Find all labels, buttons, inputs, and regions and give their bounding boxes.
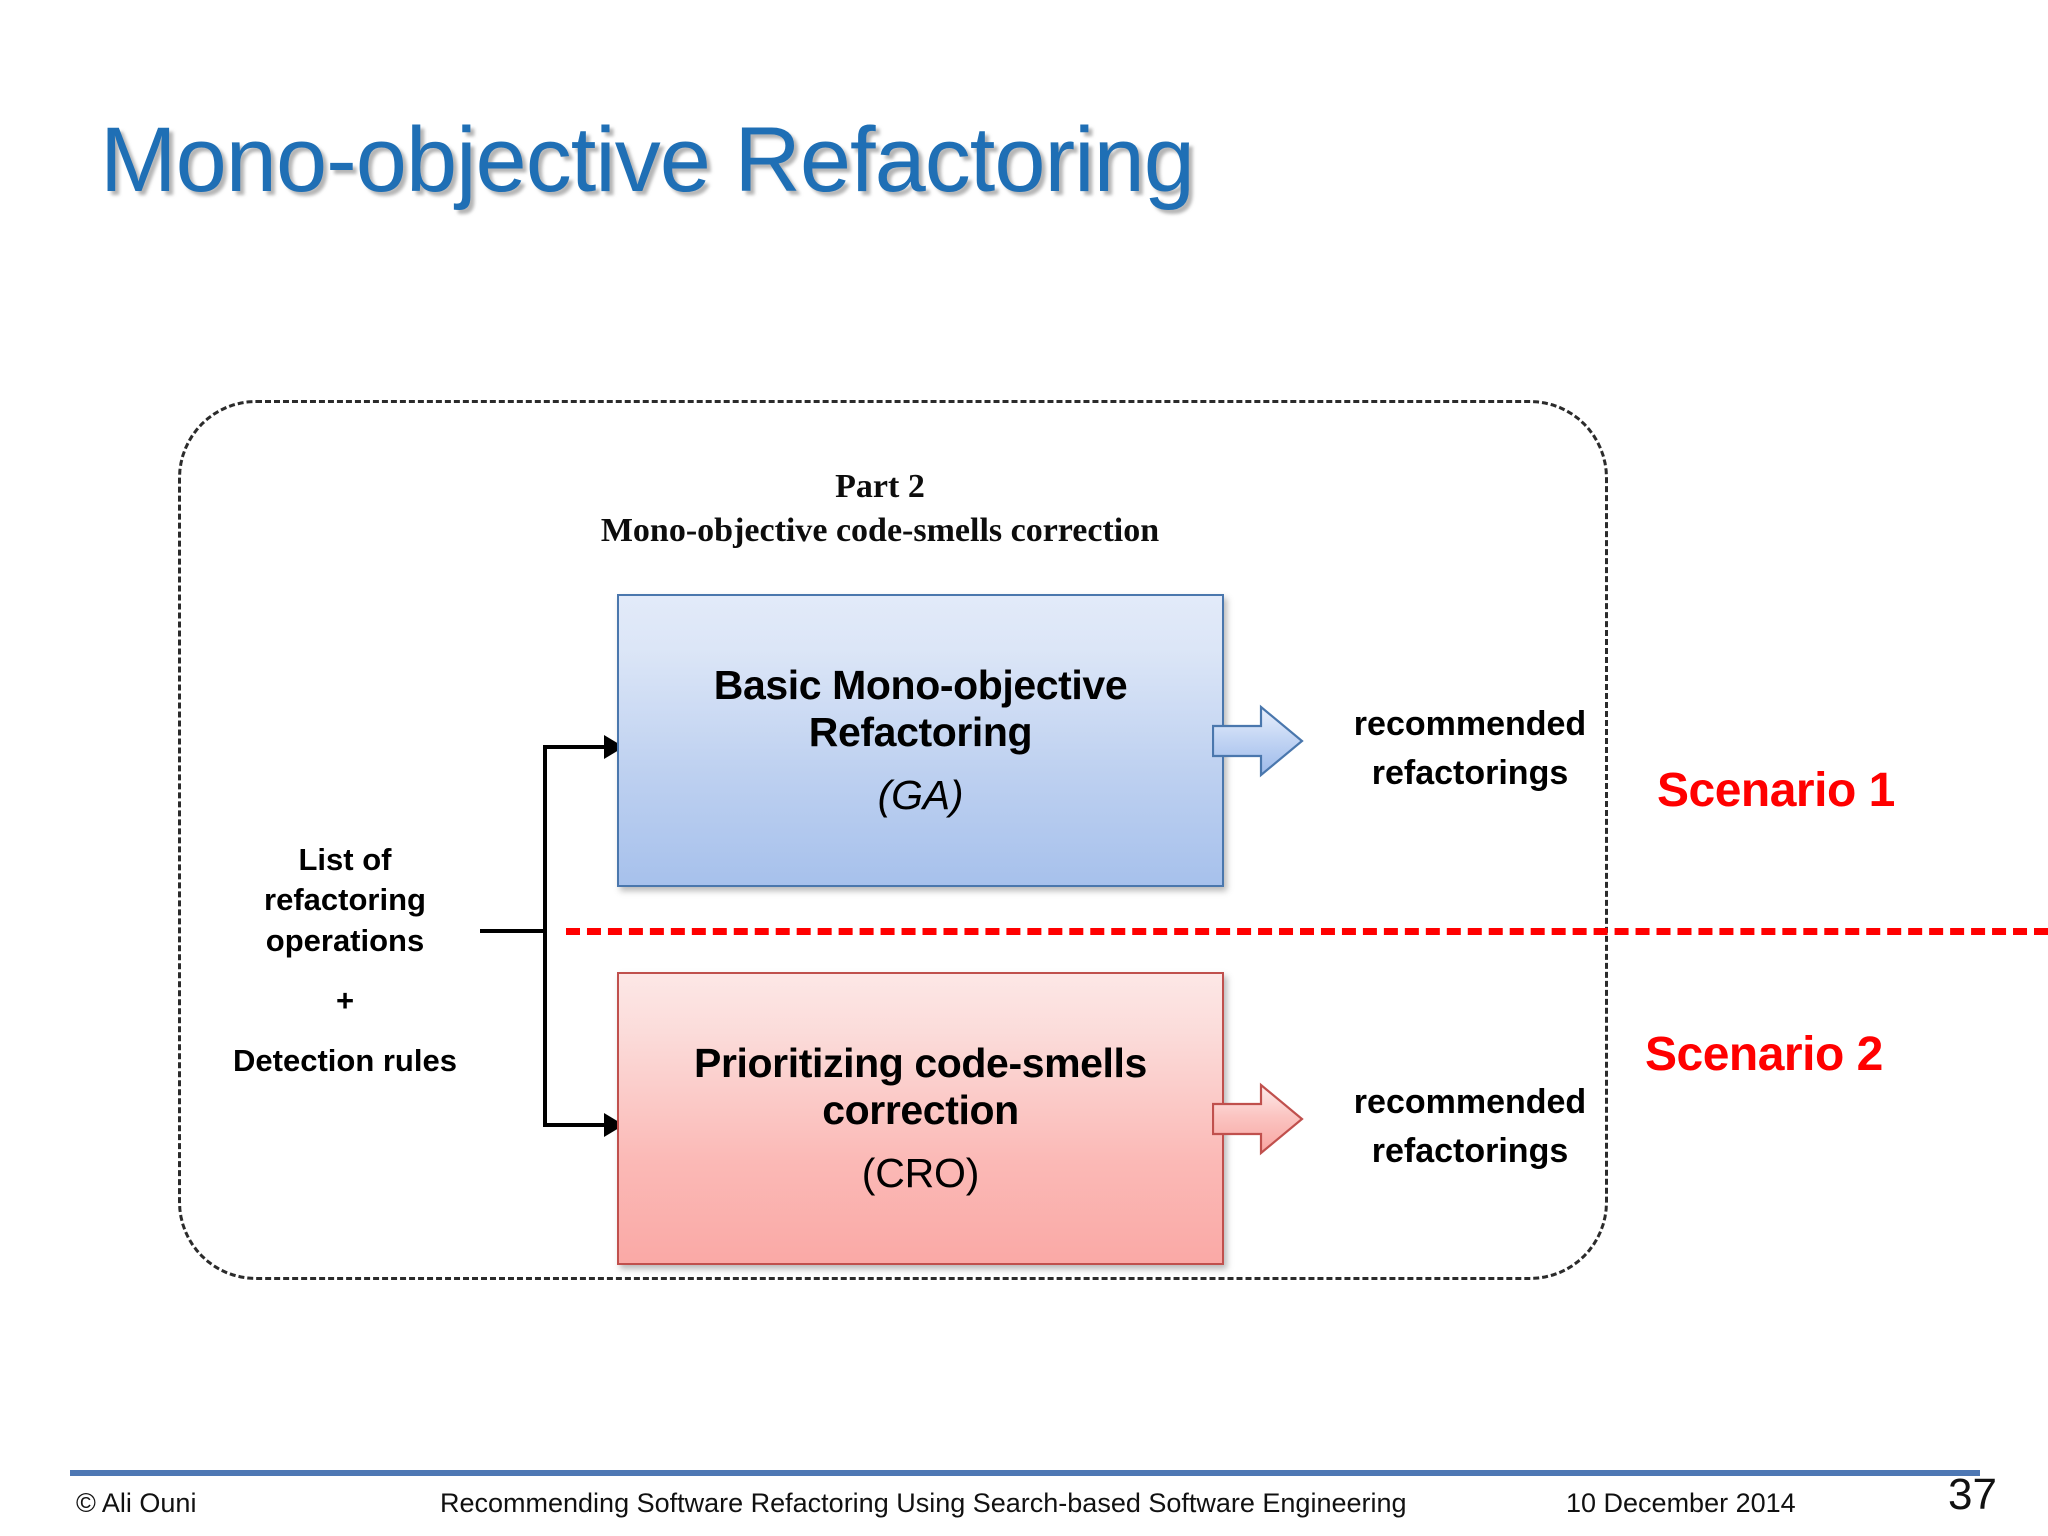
part-header-line2: Mono-objective code-smells correction [600,511,1160,549]
footer-divider [70,1470,1980,1476]
input-label-line2: refactoring [264,882,426,918]
box-pink-line2: correction [822,1087,1019,1133]
part-header-line1: Part 2 [835,468,925,505]
box-pink-subtitle: (CRO) [861,1149,980,1196]
input-label-line1: List of [298,842,392,877]
scenario-label-2: Scenario 2 [1645,1028,1883,1081]
connector-vertical-line [543,745,547,1127]
box-blue-line1: Basic Mono-objective [713,662,1128,709]
input-label: List of refactoring operations + Detecti… [210,840,480,1081]
input-label-line4: Detection rules [233,1043,457,1079]
box-pink-line1: Prioritizing code-smells [694,1040,1147,1087]
input-label-line3: operations [265,922,425,958]
process-box-prioritizing-code-smells-correction[interactable]: Prioritizing code-smells correction (CRO… [617,972,1224,1265]
connector-branch-top [543,745,611,749]
output-caption-pink-line2: refactorings [1371,1132,1569,1171]
output-caption-blue-line1: recommended [1353,705,1587,743]
footer-page-number: 37 [1948,1470,1997,1519]
output-caption-pink-line1: recommended [1353,1083,1587,1121]
output-caption-blue-line2: refactorings [1371,754,1569,793]
box-blue-subtitle: (GA) [877,771,964,818]
diagram-outer-container [178,400,1608,1280]
footer-title: Recommending Software Refactoring Using … [440,1488,1407,1518]
connector-input-line [480,929,546,933]
scenario-divider [566,928,2048,935]
connector-branch-bottom [543,1123,611,1127]
page-title: Mono-objective Refactoring [100,109,1195,211]
output-caption-pink: recommended refactorings [1320,1078,1620,1177]
input-label-plus: + [335,982,355,1018]
block-arrow-blue-icon [1211,702,1304,780]
box-blue-line2: Refactoring [808,709,1033,755]
part-header: Part 2 Mono-objective code-smells correc… [460,465,1300,552]
process-box-basic-mono-objective-refactoring[interactable]: Basic Mono-objective Refactoring (GA) [617,594,1224,887]
footer-copyright: © Ali Ouni [76,1488,197,1518]
footer-date: 10 December 2014 [1566,1488,1796,1518]
output-caption-blue: recommended refactorings [1320,700,1620,799]
block-arrow-pink-icon [1211,1080,1304,1158]
scenario-label-1: Scenario 1 [1657,764,1895,817]
